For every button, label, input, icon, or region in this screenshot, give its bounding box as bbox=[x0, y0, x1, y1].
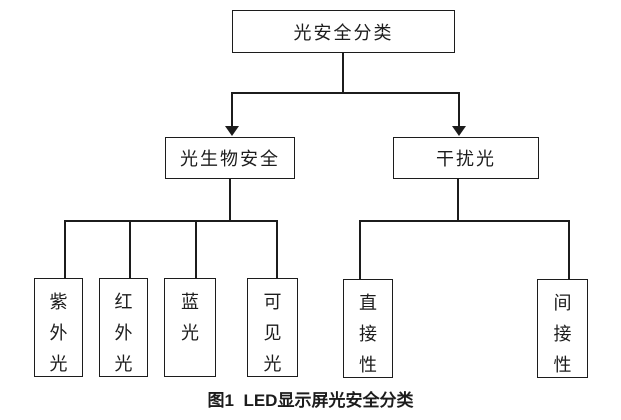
node-label: 光安全分类 bbox=[293, 22, 394, 43]
figure-caption: 图1 LED显示屏光安全分类 bbox=[207, 391, 414, 410]
connector-root-stem bbox=[342, 53, 344, 93]
arrowhead-to-interference bbox=[452, 126, 466, 136]
node-light-safety-classification: 光安全分类 bbox=[232, 10, 455, 53]
node-label: 紫外光 bbox=[49, 292, 68, 374]
node-label: 光生物安全 bbox=[180, 149, 280, 169]
node-label: 可见光 bbox=[263, 292, 282, 374]
connector-to-direct bbox=[359, 220, 361, 279]
connector-to-blue bbox=[195, 220, 197, 278]
node-interference-light: 干扰光 bbox=[393, 137, 539, 179]
connector-to-indirect bbox=[568, 220, 570, 279]
node-label: 干扰光 bbox=[436, 149, 496, 169]
connector-to-bio bbox=[231, 92, 233, 127]
connector-interference-stem bbox=[457, 179, 459, 221]
node-directness: 直接性 bbox=[343, 279, 393, 378]
node-ultraviolet-light: 紫外光 bbox=[34, 278, 83, 377]
node-blue-light: 蓝光 bbox=[164, 278, 216, 377]
arrowhead-to-bio bbox=[225, 126, 239, 136]
connector-bio-stem bbox=[229, 179, 231, 221]
node-photobiological-safety: 光生物安全 bbox=[165, 137, 295, 179]
node-label: 直接性 bbox=[359, 293, 377, 375]
connector-to-visible bbox=[276, 220, 278, 278]
node-indirectness: 间接性 bbox=[537, 279, 588, 378]
node-label: 红外光 bbox=[114, 292, 133, 374]
node-label: 间接性 bbox=[553, 293, 572, 375]
connector-to-ir bbox=[129, 220, 131, 278]
node-infrared-light: 红外光 bbox=[99, 278, 148, 377]
connector-level1-horizontal bbox=[231, 92, 460, 94]
connector-to-uv bbox=[64, 220, 66, 278]
connector-bio-horizontal bbox=[64, 220, 278, 222]
node-visible-light: 可见光 bbox=[247, 278, 298, 377]
connector-to-interference bbox=[458, 92, 460, 127]
node-label: 蓝光 bbox=[181, 292, 199, 343]
connector-interference-horizontal bbox=[359, 220, 570, 222]
